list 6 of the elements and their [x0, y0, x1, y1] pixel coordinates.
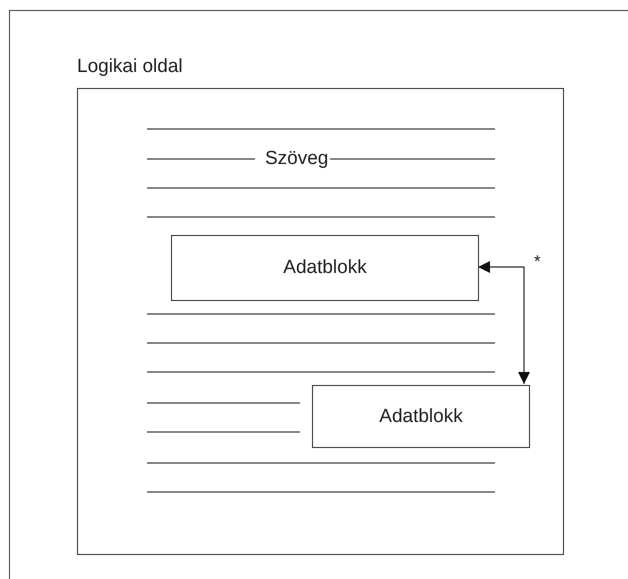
page-heading: Logikai oldal [77, 55, 183, 79]
text-label: Szöveg [263, 148, 330, 170]
data-block: Adatblokk [171, 235, 479, 301]
edge-label: * [534, 253, 541, 271]
arrow [478, 261, 530, 384]
data-block: Adatblokk [312, 385, 530, 448]
